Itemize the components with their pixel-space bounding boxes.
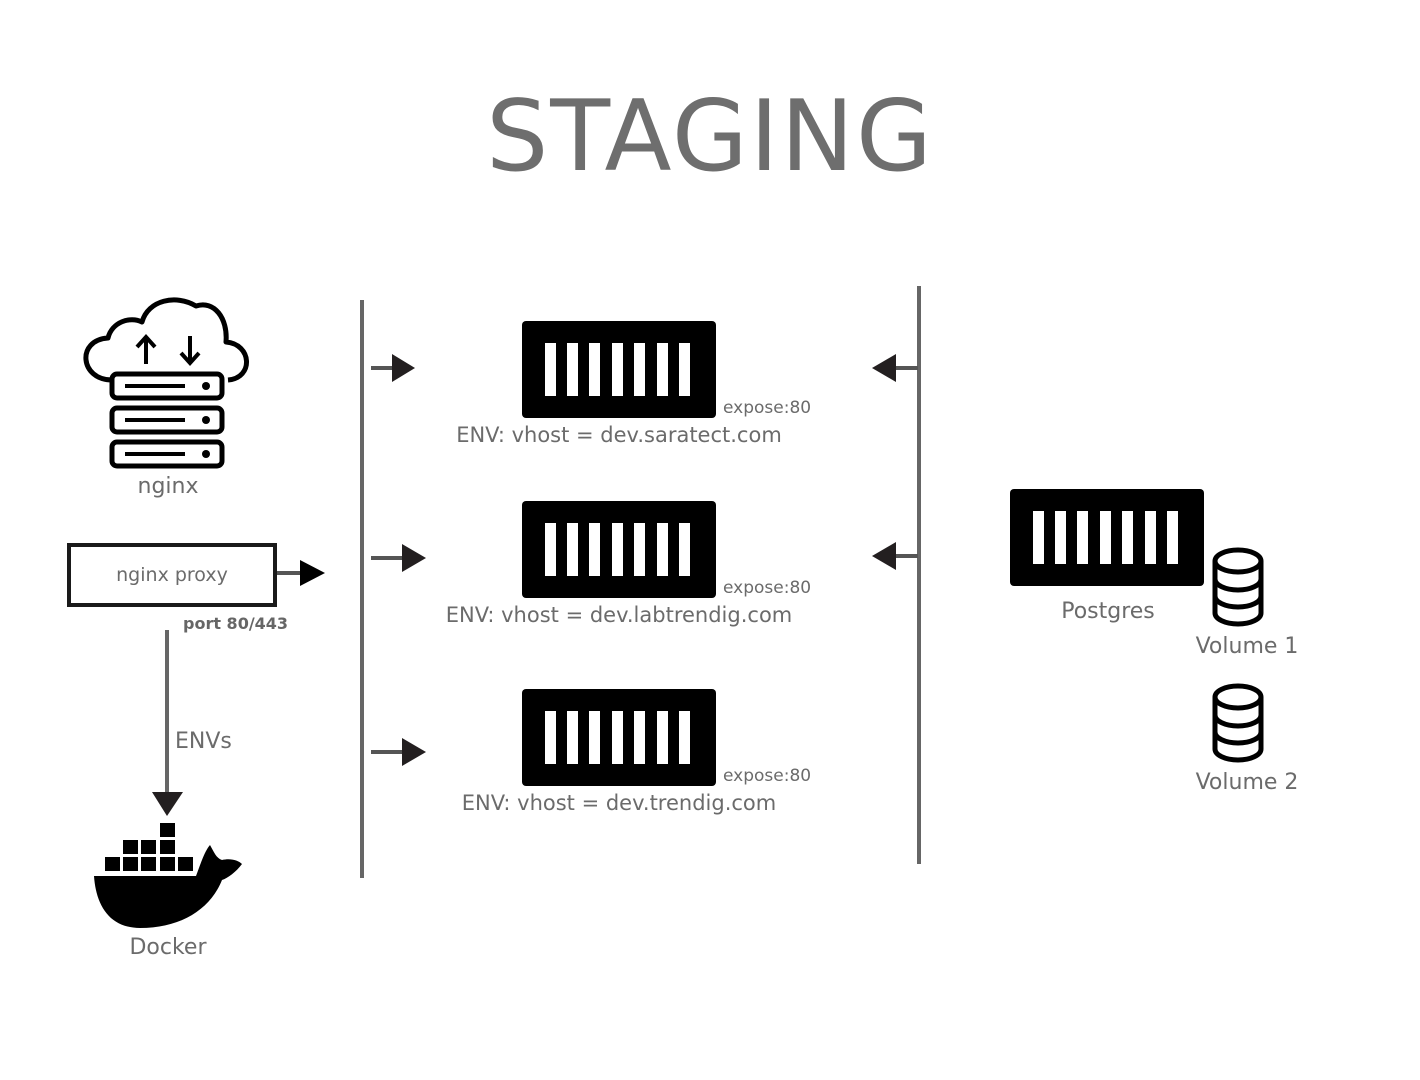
nginx-proxy-label: nginx proxy — [116, 564, 228, 586]
database-icon — [1215, 686, 1261, 760]
arrow-right-icon — [371, 738, 426, 766]
env-label: ENV: vhost = dev.labtrendig.com — [445, 603, 793, 627]
nginx-proxy-box: nginx proxy — [67, 543, 277, 607]
container-icon — [1010, 489, 1204, 586]
container-icon — [522, 689, 716, 786]
container-icon — [522, 501, 716, 598]
arrow-right-icon — [371, 544, 426, 572]
volume-label: Volume 2 — [1195, 770, 1299, 795]
postgres-label: Postgres — [1061, 599, 1155, 624]
cloud-server-icon — [83, 297, 249, 469]
arrow-left-icon — [872, 542, 918, 570]
envs-label: ENVs — [175, 729, 232, 754]
database-icon — [1215, 550, 1261, 624]
expose-label: expose:80 — [723, 578, 812, 598]
env-label: ENV: vhost = dev.saratect.com — [456, 423, 782, 447]
arrow-left-icon — [872, 354, 918, 382]
expose-label: expose:80 — [723, 398, 812, 418]
arrow-down-icon — [152, 630, 183, 816]
nginx-label: nginx — [137, 474, 199, 499]
arrow-right-icon — [371, 354, 415, 382]
proxy-arrow — [273, 560, 325, 586]
page-title: STAGING — [486, 80, 934, 194]
env-label: ENV: vhost = dev.trendig.com — [461, 791, 777, 815]
port-label: port 80/443 — [183, 614, 289, 633]
volume-label: Volume 1 — [1195, 634, 1299, 659]
docker-label: Docker — [129, 935, 207, 960]
expose-label: expose:80 — [723, 766, 812, 786]
container-icon — [522, 321, 716, 418]
docker-whale-icon — [94, 823, 242, 928]
